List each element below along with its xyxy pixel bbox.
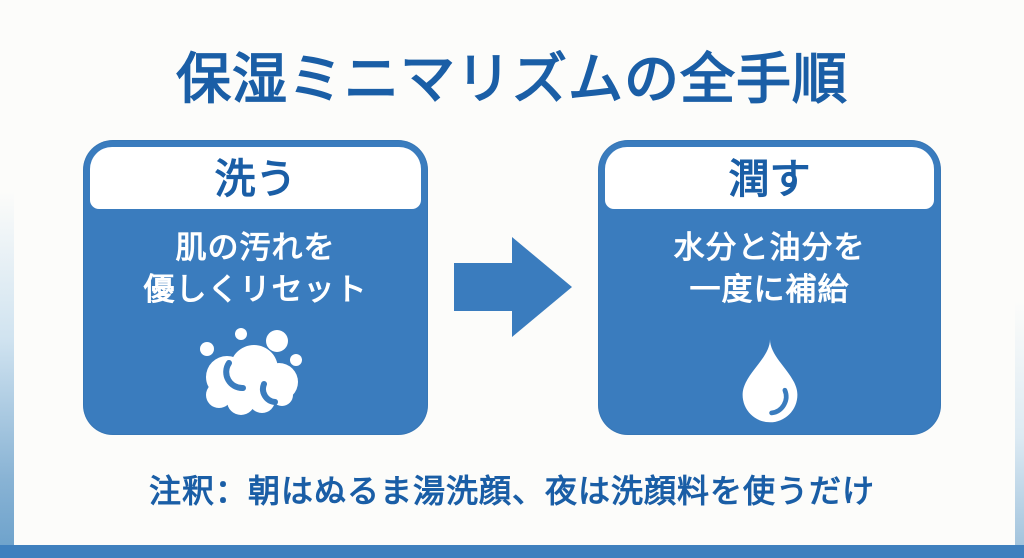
water-drop-icon [734, 337, 806, 427]
arrow-right-icon [454, 234, 574, 340]
right-edge-gradient [1015, 0, 1024, 545]
soap-foam-icon [191, 327, 321, 427]
step-card-wash: 洗う 肌の汚れを 優しくリセット [83, 140, 428, 435]
step-card-moisturize: 潤す 水分と油分を 一度に補給 [598, 140, 941, 435]
step-card-wash-description: 肌の汚れを 優しくリセット [83, 227, 428, 311]
footnote-text: 注釈：朝はぬるま湯洗顔、夜は洗顔料を使うだけ [148, 473, 875, 509]
step-card-moisturize-description: 水分と油分を 一度に補給 [598, 227, 941, 311]
step-card-wash-description-line2: 優しくリセット [143, 272, 368, 307]
step-card-wash-header: 洗う [90, 147, 421, 209]
step-card-moisturize-description-line1: 水分と油分を [673, 230, 866, 265]
step-card-moisturize-description-line2: 一度に補給 [689, 272, 850, 307]
step-card-moisturize-header: 潤す [605, 147, 934, 209]
bottom-accent-band [0, 545, 1024, 558]
page-title: 保湿ミニマリズムの全手順 [175, 48, 848, 110]
left-edge-gradient [0, 0, 14, 545]
step-card-wash-description-line1: 肌の汚れを [175, 230, 336, 265]
